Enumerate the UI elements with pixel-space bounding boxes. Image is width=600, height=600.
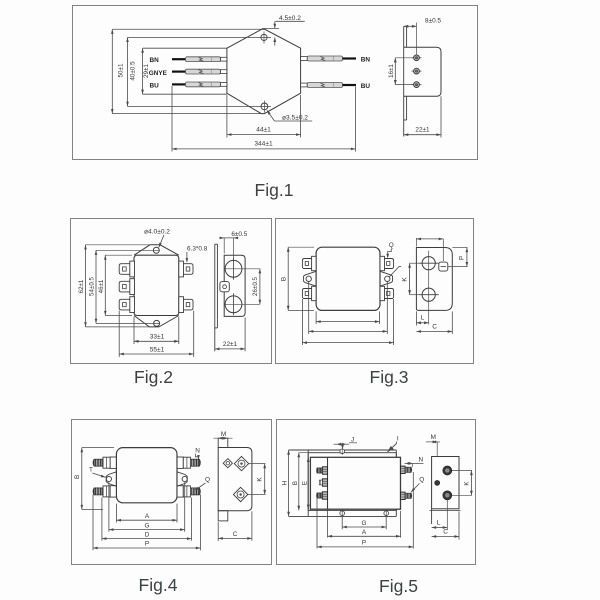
svg-text:P: P <box>145 541 149 548</box>
svg-text:Fig.1: Fig.1 <box>255 180 294 200</box>
svg-text:K: K <box>257 477 264 482</box>
svg-text:A: A <box>362 529 367 536</box>
svg-text:B: B <box>74 475 81 479</box>
svg-text:B: B <box>280 277 287 281</box>
svg-text:54±0.5: 54±0.5 <box>89 277 96 296</box>
svg-text:26±0.5: 26±0.5 <box>252 277 259 296</box>
svg-text:GNYE: GNYE <box>149 70 168 77</box>
svg-text:P: P <box>458 256 465 260</box>
svg-text:33±1: 33±1 <box>150 334 165 341</box>
svg-text:C: C <box>233 531 238 538</box>
svg-text:H: H <box>282 481 289 485</box>
svg-text:I: I <box>397 435 399 442</box>
svg-text:50±1: 50±1 <box>118 63 125 77</box>
svg-text:16±1: 16±1 <box>388 64 395 78</box>
svg-text:L: L <box>437 519 441 526</box>
svg-text:4.5±0.2: 4.5±0.2 <box>279 15 301 22</box>
svg-text:BN: BN <box>150 57 160 64</box>
svg-text:6±0.5: 6±0.5 <box>231 231 247 238</box>
svg-text:K: K <box>402 277 409 282</box>
svg-text:Q: Q <box>389 242 394 249</box>
svg-text:ø4.0±0.2: ø4.0±0.2 <box>144 229 170 236</box>
svg-text:40±0.5: 40±0.5 <box>129 61 136 81</box>
svg-text:N: N <box>418 457 423 464</box>
svg-text:22±1: 22±1 <box>223 341 238 348</box>
svg-text:8±0.5: 8±0.5 <box>425 17 441 24</box>
svg-text:C: C <box>443 528 448 535</box>
svg-text:22±1: 22±1 <box>415 126 430 133</box>
svg-text:62±1: 62±1 <box>78 279 85 293</box>
svg-text:Q: Q <box>205 476 210 483</box>
svg-text:J: J <box>351 437 354 444</box>
svg-text:Q: Q <box>419 477 424 484</box>
svg-text:G: G <box>362 520 367 527</box>
svg-text:29±1: 29±1 <box>143 64 150 78</box>
svg-text:BU: BU <box>150 83 160 90</box>
svg-text:L: L <box>421 315 425 322</box>
svg-text:BU: BU <box>361 83 371 90</box>
svg-text:Fig.5: Fig.5 <box>379 576 418 596</box>
svg-text:55±1: 55±1 <box>150 346 165 353</box>
svg-text:ø3.5±0.2: ø3.5±0.2 <box>282 114 308 121</box>
svg-text:C: C <box>432 323 437 330</box>
svg-text:K: K <box>463 481 470 486</box>
svg-text:Fig.3: Fig.3 <box>370 367 409 387</box>
svg-text:Fig.4: Fig.4 <box>139 575 178 595</box>
svg-text:B: B <box>292 481 299 485</box>
svg-text:P: P <box>362 540 366 547</box>
svg-text:6.3*0.8: 6.3*0.8 <box>187 246 208 253</box>
svg-text:A: A <box>145 513 150 520</box>
svg-text:M: M <box>221 431 226 438</box>
svg-text:E: E <box>301 481 308 485</box>
svg-text:44±1: 44±1 <box>256 126 271 133</box>
svg-text:46±1: 46±1 <box>98 279 105 293</box>
svg-text:G: G <box>145 522 150 529</box>
svg-text:M: M <box>431 434 436 441</box>
svg-text:T: T <box>89 467 93 474</box>
svg-text:N: N <box>195 448 200 455</box>
svg-text:BN: BN <box>361 56 371 63</box>
svg-text:D: D <box>145 531 150 538</box>
svg-text:344±1: 344±1 <box>254 141 273 148</box>
svg-text:Fig.2: Fig.2 <box>134 367 173 387</box>
